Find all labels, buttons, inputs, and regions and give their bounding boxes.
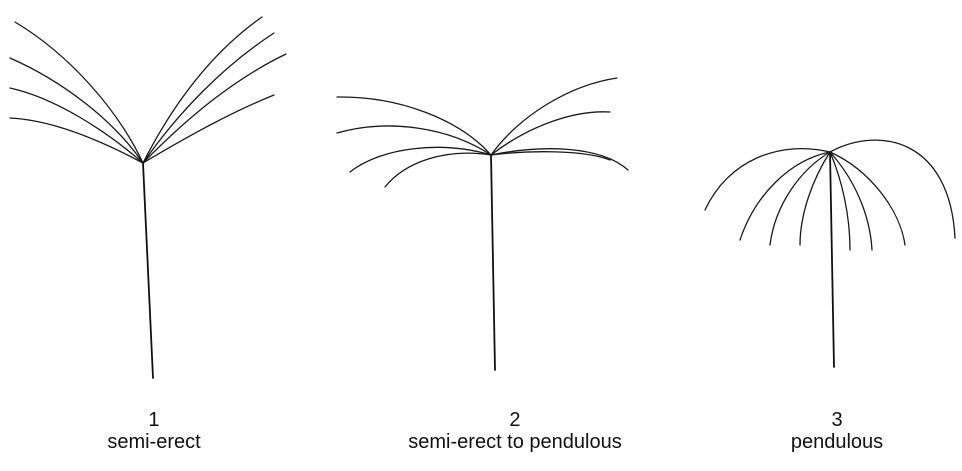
caption-2-label: semi-erect to pendulous	[408, 431, 622, 453]
branch-1-left-d	[9, 117, 144, 164]
caption-1: 1 semi-erect	[107, 409, 200, 453]
caption-2: 2 semi-erect to pendulous	[408, 409, 621, 453]
branch-1-left-c	[9, 87, 144, 164]
branch-3-right-a	[829, 139, 956, 239]
branch-3-right-d	[829, 151, 851, 251]
drawing-pendulous	[704, 139, 956, 368]
branch-3-right-b	[829, 151, 906, 246]
caption-3-number: 3	[831, 409, 843, 431]
branch-2-right-b	[490, 111, 611, 156]
caption-3-label: pendulous	[790, 431, 884, 453]
drawing-semi-erect-to-pendulous	[336, 77, 629, 371]
branch-1-right-b	[142, 32, 275, 164]
branch-1-right-c	[142, 53, 287, 164]
branch-3-left-b	[739, 151, 831, 241]
caption-2-number: 2	[509, 409, 521, 431]
branch-2-right-c	[490, 148, 629, 171]
caption-1-number: 1	[148, 409, 160, 431]
branch-2-left-a	[336, 96, 492, 156]
branch-3-left-a	[704, 148, 831, 211]
branch-3-left-c	[769, 151, 831, 246]
branch-1-left-b	[9, 57, 144, 164]
branch-2-right-d	[490, 151, 611, 161]
drawing-semi-erect	[9, 16, 287, 379]
stem-1	[142, 162, 154, 379]
stem-2	[490, 154, 496, 371]
branch-1-right-a	[142, 16, 263, 164]
branch-3-left-d	[799, 151, 831, 246]
branch-1-right-d	[142, 94, 275, 164]
branch-1-left-a	[14, 21, 144, 164]
stem-3	[829, 151, 835, 368]
branch-3-right-c	[829, 151, 873, 251]
branch-2-left-d	[384, 152, 492, 188]
caption-1-label: semi-erect	[107, 431, 201, 453]
caption-3: 3 pendulous	[791, 409, 883, 453]
branch-2-left-b	[336, 125, 492, 156]
branch-2-left-c	[349, 146, 492, 173]
branch-2-right-a	[490, 77, 618, 156]
